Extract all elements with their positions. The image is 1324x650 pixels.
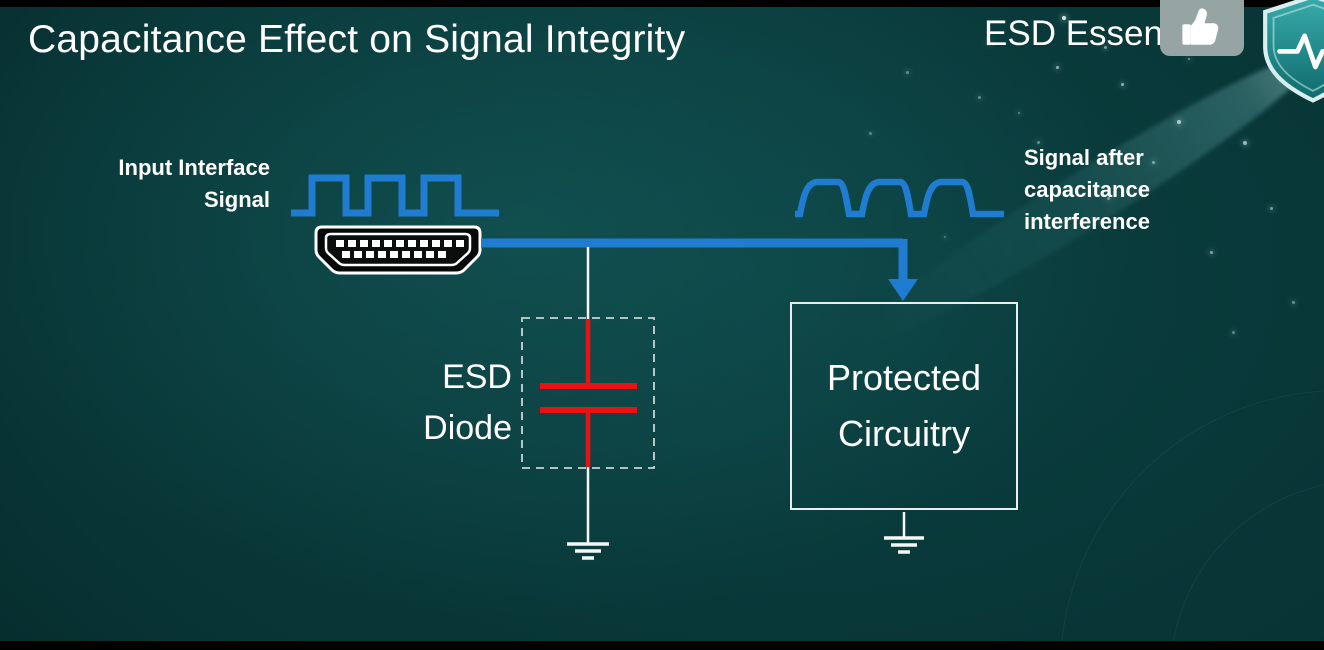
protected-circuitry-box: Protected Circuitry [790, 302, 1018, 510]
esd-diode-label: ESD Diode [423, 358, 512, 447]
sparkle-dot [1037, 141, 1040, 144]
hdmi-face [324, 232, 472, 267]
letterbox-bar-bottom [0, 641, 1324, 650]
sparkle-dot [906, 71, 909, 74]
signal-arrow [888, 279, 918, 301]
slide-title: Capacitance Effect on Signal Integrity [28, 18, 686, 61]
sparkle-dot [1107, 197, 1110, 200]
thumbs-up-button[interactable] [1160, 0, 1244, 56]
sparkle-dot [1270, 207, 1273, 210]
sparkle-dot [1232, 331, 1235, 334]
thumbs-up-icon [1182, 8, 1219, 45]
protected-circuitry-label: Protected Circuitry [826, 357, 982, 454]
ground-symbol-capacitor [567, 467, 609, 560]
sparkle-dot [1292, 301, 1295, 304]
capacitor-symbol [540, 319, 637, 467]
output-signal-label: Signal after capacitance interference [1024, 145, 1150, 234]
brand-shield-logo [1252, 0, 1324, 104]
sparkle-dot [1152, 161, 1155, 164]
hdmi-pins [336, 240, 464, 258]
input-signal-wave [291, 174, 499, 217]
sparkle-dot [1104, 46, 1107, 49]
sparkle-dot [1121, 83, 1124, 86]
sparkle-dot [978, 96, 981, 99]
sparkle-dot [869, 132, 872, 135]
signal-line [481, 238, 908, 281]
letterbox-bar-top [0, 0, 1324, 7]
ground-symbol-circuit [884, 512, 924, 554]
sparkle-dot [1243, 141, 1247, 145]
sparkle-dot [1018, 112, 1020, 114]
input-signal-label: Input Interface Signal [118, 155, 270, 212]
sparkle-dot [1177, 120, 1181, 124]
sparkle-dot [1056, 66, 1059, 69]
sparkle-dot [1188, 58, 1190, 60]
output-signal-wave [795, 178, 1004, 218]
sparkle-dot [988, 42, 991, 45]
shield-pulse-icon [1263, 0, 1324, 103]
sparkle-dot [1210, 251, 1213, 254]
sparkle-dot [1062, 16, 1066, 20]
hdmi-connector-icon [314, 225, 482, 275]
sparkle-dot [944, 236, 946, 238]
